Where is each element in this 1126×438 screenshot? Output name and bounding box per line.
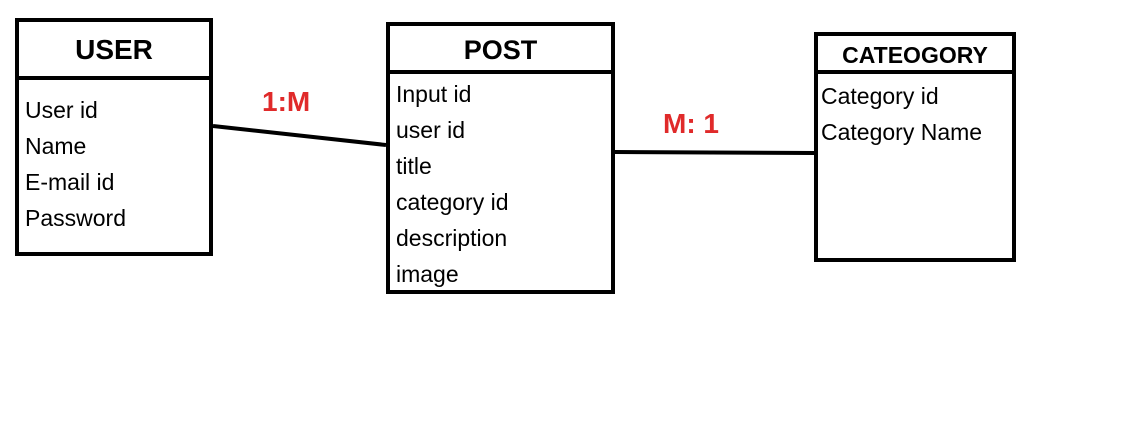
entity-category: CATEOGORY Category id Category Name [814,32,1016,262]
entity-post-field: category id [396,189,509,215]
cardinality-user-post: 1:M [262,86,311,117]
entity-category-field: Category id [821,83,939,109]
entity-post-field: Input id [396,81,472,107]
entity-post-fields: Input id user id title category id descr… [390,74,611,292]
entity-post-title: POST [390,26,611,74]
entity-user-title: USER [19,22,209,80]
entity-user-fields: User id Name E-mail id Password [19,80,209,236]
entity-user-field: E-mail id [25,169,115,195]
entity-post-field: user id [396,117,466,143]
entity-category-fields: Category id Category Name [818,74,1012,150]
entity-user-field: Password [25,205,126,231]
entity-user: USER User id Name E-mail id Password [15,18,213,256]
post-category-connector [614,150,815,155]
user-post-connector [212,124,387,147]
entity-user-field: Name [25,133,87,159]
entity-post: POST Input id user id title category id … [386,22,615,294]
cardinality-post-category: M: 1 [663,108,719,139]
entity-category-title: CATEOGORY [818,36,1012,74]
entity-post-field: title [396,153,432,179]
entity-post-field: image [396,261,459,287]
entity-post-field: description [396,225,508,251]
entity-category-field: Category Name [821,119,983,145]
entity-user-field: User id [25,97,98,123]
